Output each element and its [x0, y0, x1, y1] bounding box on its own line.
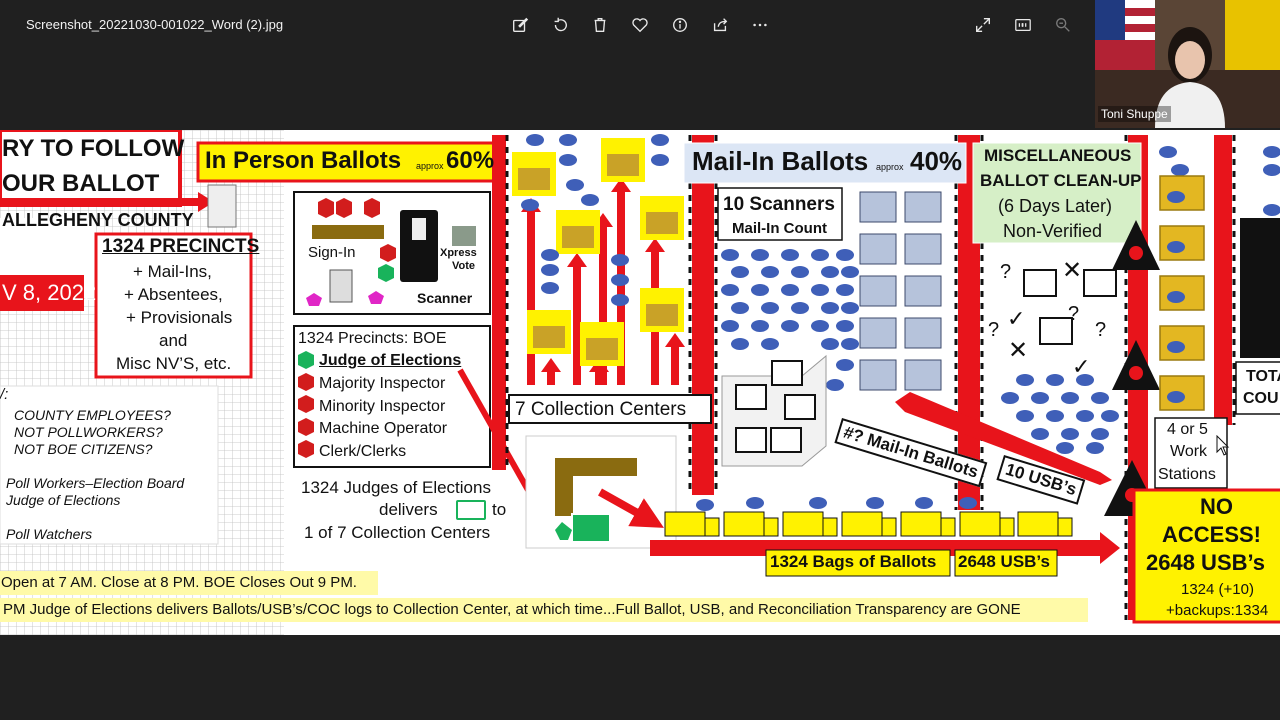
total-line-1: TOTA — [1246, 368, 1280, 385]
mouse-cursor-icon — [1216, 435, 1230, 456]
judges-line-1: 1324 Judges of Elections — [301, 478, 491, 497]
precinct-line-4: and — [159, 331, 188, 350]
svg-text:?: ? — [1068, 303, 1079, 325]
webcam-video: Toni Shuppe — [1095, 0, 1280, 128]
in-person-approx: approx — [416, 161, 444, 171]
file-name: Screenshot_20221030-001022_Word (2).jpg — [26, 17, 284, 32]
mail-in-pct: 40% — [910, 146, 963, 176]
share-icon[interactable] — [709, 14, 731, 36]
in-person-pct: 60% — [446, 147, 495, 174]
title-line-2: OUR BALLOT — [2, 170, 160, 197]
work-line-3: Stations — [1158, 466, 1216, 483]
county-label: ALLEGHENY COUNTY — [2, 210, 194, 230]
info-icon[interactable] — [669, 14, 691, 36]
legend-pollwatchers: Poll Watchers — [6, 526, 93, 542]
title-bar: Screenshot_20221030-001022_Word (2).jpg — [0, 0, 1280, 50]
no-access-line-3: 2648 USB’s — [1146, 550, 1266, 575]
diagram-graphics: ? ✕ ? ✓ ? ? ✕ ✓ — [0, 130, 1280, 635]
briefcase-icon — [456, 500, 486, 520]
precinct-line-2: + Absentees, — [124, 285, 223, 304]
svg-text:✕: ✕ — [1008, 337, 1028, 364]
election-date: V 8, 2022 — [2, 280, 97, 305]
expand-icon[interactable] — [972, 14, 994, 36]
role-minority: Minority Inspector — [319, 398, 446, 415]
footer-line-2: PM Judge of Elections delivers Ballots/U… — [3, 601, 1021, 618]
role-operator: Machine Operator — [319, 420, 448, 437]
vote-label: Vote — [452, 260, 476, 272]
legend-judge: Judge of Elections — [6, 492, 121, 508]
bags-label: 1324 Bags of Ballots — [770, 552, 937, 571]
viewer-background — [0, 635, 1280, 720]
total-line-2: COU — [1243, 390, 1279, 407]
more-icon[interactable] — [749, 14, 771, 36]
svg-text:✕: ✕ — [1062, 257, 1082, 284]
judges-line-4: 1 of 7 Collection Centers — [304, 523, 491, 542]
edit-icon[interactable] — [509, 14, 531, 36]
legend-pollworkers: Poll Workers–Election Board — [6, 475, 185, 491]
diagram-image: ? ✕ ? ✓ ? ? ✕ ✓ — [0, 130, 1280, 635]
role-clerks: Clerk/Clerks — [319, 443, 407, 460]
scanners-count: 10 Scanners — [723, 194, 835, 215]
mail-in-title: Mail-In Ballots — [692, 146, 869, 176]
boe-title: 1324 Precincts: BOE — [298, 330, 447, 347]
legend-colon: /: — [0, 386, 9, 403]
work-line-2: Work — [1170, 443, 1208, 460]
webcam-image — [1095, 0, 1280, 128]
delete-icon[interactable] — [589, 14, 611, 36]
in-person-title: In Person Ballots — [205, 147, 402, 174]
role-majority: Majority Inspector — [319, 375, 446, 392]
svg-text:?: ? — [988, 319, 999, 341]
misc-line-2: BALLOT CLEAN-UP — [980, 171, 1142, 190]
no-access-line-2: ACCESS! — [1162, 522, 1262, 547]
legend-question-2: NOT POLLWORKERS? — [14, 424, 163, 440]
favorite-icon[interactable] — [629, 14, 651, 36]
precinct-line-5: Misc NV’S, etc. — [116, 354, 232, 373]
svg-text:✓: ✓ — [1007, 306, 1025, 331]
scanner-label: Scanner — [417, 290, 473, 306]
work-line-1: 4 or 5 — [1167, 421, 1208, 438]
judges-line-2: delivers — [379, 500, 438, 519]
svg-text:✓: ✓ — [1072, 354, 1090, 379]
xpress-label: Xpress — [440, 247, 477, 259]
svg-text:?: ? — [1095, 319, 1106, 341]
usbs-label: 2648 USB’s — [958, 552, 1050, 571]
legend-question-3: NOT BOE CITIZENS? — [14, 441, 153, 457]
zoom-out-icon[interactable] — [1052, 14, 1074, 36]
actual-size-icon[interactable] — [1012, 14, 1034, 36]
precinct-line-1: + Mail-Ins, — [133, 262, 212, 281]
collection-centers-label: 7 Collection Centers — [508, 394, 712, 424]
signin-label: Sign-In — [308, 244, 356, 261]
mail-in-approx: approx — [876, 162, 904, 172]
misc-line-4: Non-Verified — [1003, 221, 1103, 241]
precincts-title: 1324 PRECINCTS — [102, 236, 260, 257]
title-line-1: RY TO FOLLOW — [2, 135, 185, 162]
no-access-line-1: NO — [1200, 494, 1233, 519]
role-judge: Judge of Elections — [319, 352, 462, 369]
misc-line-3: (6 Days Later) — [998, 196, 1113, 216]
no-access-line-4: 1324 (+10) — [1181, 581, 1254, 598]
rotate-icon[interactable] — [549, 14, 571, 36]
misc-line-1: MISCELLANEOUS — [984, 146, 1132, 165]
participant-name: Toni Shuppe — [1098, 106, 1171, 122]
scanners-sub: Mail-In Count — [732, 220, 827, 237]
svg-text:?: ? — [1000, 261, 1011, 283]
precinct-line-3: + Provisionals — [126, 308, 233, 327]
footer-line-1: Open at 7 AM. Close at 8 PM. BOE Closes … — [1, 574, 357, 591]
no-access-line-5: +backups:1334 — [1166, 602, 1269, 619]
judges-line-3: to — [492, 500, 507, 519]
legend-question-1: COUNTY EMPLOYEES? — [14, 407, 171, 423]
